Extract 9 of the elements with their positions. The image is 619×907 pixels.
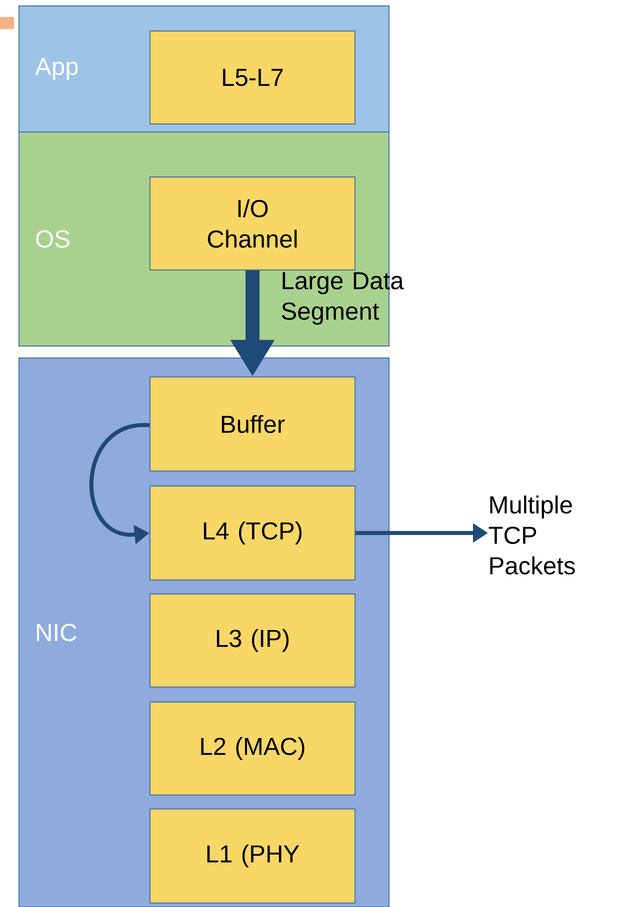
layer-box: I/O Channel bbox=[150, 176, 356, 270]
layer-box: L2 (MAC) bbox=[150, 702, 356, 796]
output-text: Multiple TCP Packets bbox=[488, 496, 575, 574]
layer-box: L1 (PHY bbox=[150, 808, 356, 904]
layer-box: L3 (IP) bbox=[150, 594, 356, 688]
layer-box: L4 (TCP) bbox=[150, 486, 356, 580]
layer-box: Buffer bbox=[150, 376, 356, 472]
edge-label: Large Data Segment bbox=[282, 272, 404, 325]
layer-box: L5-L7 bbox=[150, 30, 356, 124]
